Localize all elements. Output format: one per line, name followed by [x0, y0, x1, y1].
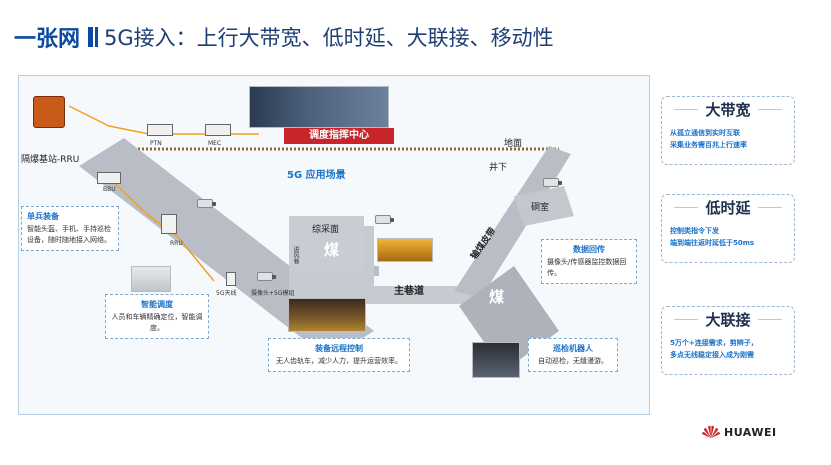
feature-bandwidth: 大带宽 从孤立通信到实时互联 采集业务需百兆上行速率: [661, 96, 795, 165]
card-desc: 人员和车辆精确定位，智能调度。: [111, 313, 203, 332]
title-strong: 一张网: [14, 27, 81, 52]
main-road-label: 主巷道: [394, 286, 424, 297]
scene-title: 5G 应用场景: [287, 170, 346, 181]
mining-face-label: 综采面: [312, 225, 340, 235]
card-title: 装备远程控制: [315, 344, 363, 353]
camera-icon: [197, 199, 216, 208]
card-inspection-robot: 巡检机器人 自动巡检，无缝漫游。: [528, 338, 618, 372]
card-desc: 自动巡检，无缝漫游。: [538, 357, 608, 365]
underground-label: 井下: [489, 163, 508, 173]
page-title: 一张网 5G接入：上行大带宽、低时延、大联接、移动性: [14, 22, 554, 52]
card-remote-control: 装备远程控制 无人齿轨车，减少人力，提升运营效率。: [268, 338, 410, 372]
mec-device: [205, 124, 231, 136]
camera-module-label: 摄像头+5G模组: [251, 290, 295, 297]
rru-device: [161, 214, 177, 234]
camera-icon: [543, 178, 562, 187]
airway-label: 进风巷: [292, 246, 299, 264]
shearer-photo: [377, 238, 433, 262]
card-desc: 摄像头/传感器监控数据回传。: [547, 258, 627, 277]
antenna-device: [226, 272, 236, 286]
ground-label: 地面: [504, 139, 523, 149]
card-data-backhaul: 数据回传 摄像头/传感器监控数据回传。: [541, 239, 637, 284]
bbu-label: BBU: [103, 186, 116, 193]
feature-title: 低时延: [662, 197, 794, 218]
remote-equipment-photo: [288, 298, 366, 332]
feature-desc: 控制类指令下发 端到端往返时延低于50ms: [670, 227, 755, 247]
mec-label: MEC: [208, 140, 222, 147]
feature-connections: 大联接 5万个+连接需求，剪辫子， 多点无线稳定接入成为刚需: [661, 306, 795, 375]
robot-photo: [472, 342, 520, 378]
feature-desc: 5万个+连接需求，剪辫子， 多点无线稳定接入成为刚需: [670, 339, 758, 359]
bbu-device: [97, 172, 121, 184]
coal-label: 煤: [324, 241, 340, 259]
rru-label: RRU: [170, 240, 183, 247]
feature-title: 大联接: [662, 309, 794, 330]
huawei-petal-icon: [702, 425, 720, 438]
belt-tunnel: [454, 146, 571, 298]
card-desc: 智能头盔、手机、手持巡检设备，随时随地接入网络。: [27, 225, 111, 244]
card-title: 数据回传: [573, 245, 605, 254]
ptn-label: PTN: [150, 140, 162, 147]
card-desc: 无人齿轨车，减少人力，提升运营效率。: [276, 357, 402, 365]
chamber-label: 硐室: [531, 203, 550, 213]
camera-icon: [375, 215, 394, 224]
feature-latency: 低时延 控制类指令下发 端到端往返时延低于50ms: [661, 194, 795, 263]
vehicle-photo: [131, 266, 171, 292]
antenna-label: 5G天线: [216, 290, 237, 297]
brand-name: HUAWEI: [724, 425, 777, 439]
card-title: 智能调度: [141, 300, 173, 309]
rru-station-device: [33, 96, 65, 128]
feature-title: 大带宽: [662, 99, 794, 120]
coal-label: 煤: [489, 288, 505, 306]
control-center-banner: 调度指挥中心: [284, 128, 394, 144]
card-single-equipment: 单兵装备 智能头盔、手机、手持巡检设备，随时随地接入网络。: [21, 206, 119, 251]
title-subtitle: 5G接入：上行大带宽、低时延、大联接、移动性: [104, 26, 554, 50]
control-center-photo: [249, 86, 389, 128]
title-divider: [88, 27, 99, 47]
ptn-device: [147, 124, 173, 136]
card-smart-dispatch: 智能调度 人员和车辆精确定位，智能调度。: [105, 294, 209, 339]
huawei-logo: HUAWEI: [702, 425, 777, 439]
card-title: 巡检机器人: [553, 344, 593, 353]
feature-desc: 从孤立通信到实时互联 采集业务需百兆上行速率: [670, 129, 747, 149]
card-title: 单兵装备: [27, 212, 59, 221]
camera-icon: [257, 272, 276, 281]
mine-network-diagram: 调度指挥中心 隔爆基站-RRU PTN MEC BBU RRU 5G天线 摄像头…: [18, 75, 650, 415]
rru-station-label: 隔爆基站-RRU: [21, 155, 80, 165]
